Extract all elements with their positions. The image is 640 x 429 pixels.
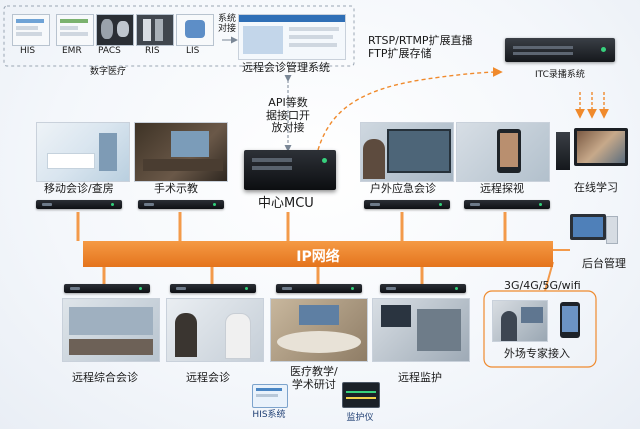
terminal-device: [464, 200, 550, 209]
outdoor-emergency-photo: [360, 122, 454, 182]
streaming-label: RTSP/RTMP扩展直播 FTP扩展存储: [368, 34, 473, 60]
streaming-arrow: [317, 67, 503, 151]
mobile-networks-label: 3G/4G/5G/wifi: [504, 279, 581, 292]
remote-consult-screenshot: [238, 14, 346, 60]
top-endpoint-label-surgery: 手术示教: [154, 182, 198, 195]
monitor-label: 监护仪: [346, 413, 374, 423]
terminal-device: [380, 284, 466, 293]
bottom-endpoint-label-comprehensive: 远程综合会诊: [72, 371, 138, 384]
central-mcu-label: 中心MCU: [258, 196, 314, 211]
backend-tower: [606, 216, 618, 244]
bottom-endpoint-label-teaching: 医疗教学/ 学术研讨: [290, 365, 338, 391]
smartphone: [560, 302, 580, 338]
terminal-device: [138, 200, 224, 209]
system-interface-label: 系统 对接: [218, 14, 237, 35]
module-label-emr: EMR: [62, 46, 82, 56]
backend-monitor: [570, 214, 606, 240]
module-label-pacs: PACS: [98, 46, 121, 56]
top-endpoint-label-visit: 远程探视: [480, 182, 524, 195]
lis-thumbnail: [176, 14, 214, 46]
remote-consult-photo: [166, 298, 264, 362]
his-system-label: HIS系统: [252, 410, 286, 420]
surgery-demo-photo: [134, 122, 228, 182]
central-mcu-device: [244, 150, 336, 190]
emr-thumbnail: [56, 14, 94, 46]
external-expert-label: 外场专家接入: [504, 347, 570, 360]
comprehensive-consult-photo: [62, 298, 160, 362]
ip-network-band: IP网络: [83, 241, 553, 267]
his-system-screen: [252, 384, 288, 408]
ris-thumbnail: [136, 14, 174, 46]
backend-mgmt-label: 后台管理: [582, 257, 626, 270]
digital-medicine-box: [3, 5, 355, 67]
monitor-device: [342, 382, 380, 408]
itc-recorder-device: [505, 38, 615, 62]
medical-teaching-photo: [270, 298, 368, 362]
mobile-consult-photo: [36, 122, 130, 182]
terminal-device: [36, 200, 122, 209]
terminal-device: [364, 200, 450, 209]
pacs-thumbnail: [96, 14, 134, 46]
online-learning-monitor: [574, 128, 628, 166]
itc-label: ITC录播系统: [535, 70, 585, 80]
module-label-his: HIS: [20, 46, 36, 56]
module-label-ris: RIS: [145, 46, 160, 56]
module-label-lis: LIS: [186, 46, 200, 56]
remote-monitoring-photo: [372, 298, 470, 362]
bottom-endpoint-label-consult: 远程会诊: [186, 371, 230, 384]
digital-medicine-label: 数字医疗: [90, 67, 127, 77]
terminal-device: [276, 284, 362, 293]
external-expert-box: [483, 290, 597, 368]
terminal-device: [170, 284, 256, 293]
terminal-device: [64, 284, 150, 293]
api-interface-label: API等数 据接口开 放对接: [266, 96, 310, 135]
top-endpoint-label-outdoor: 户外应急会诊: [370, 182, 436, 195]
online-learning-label: 在线学习: [574, 181, 618, 194]
his-thumbnail: [12, 14, 50, 46]
pc-tower: [556, 132, 570, 170]
remote-visit-photo: [456, 122, 550, 182]
bottom-endpoint-label-monitoring: 远程监护: [398, 371, 442, 384]
remote-consult-system-label: 远程会诊管理系统: [242, 61, 330, 74]
top-endpoint-label-mobile: 移动会诊/查房: [44, 182, 114, 195]
external-expert-photo: [492, 300, 548, 342]
ip-network-label: IP网络: [296, 249, 340, 265]
